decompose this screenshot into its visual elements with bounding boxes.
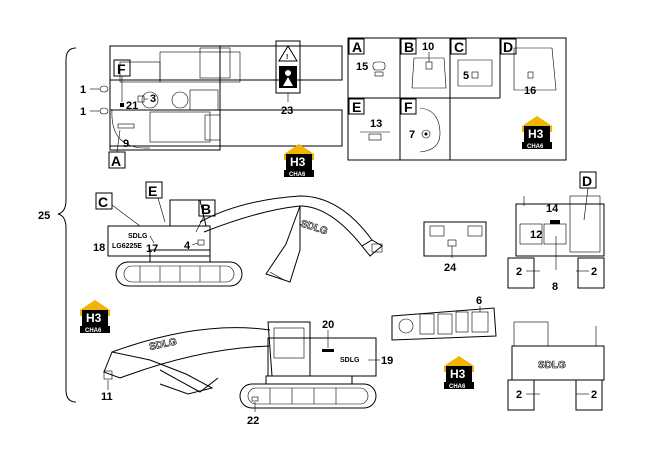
svg-text:H3: H3: [528, 127, 544, 141]
callout-5: 5: [463, 70, 469, 82]
decal-mark: [99, 107, 109, 115]
left-body-brand: SDLG: [340, 357, 360, 364]
decal-mark: [120, 103, 124, 107]
box-letter-E: E: [352, 99, 361, 115]
decal-mark: [550, 220, 560, 224]
control-panel: 6: [391, 295, 497, 341]
cab-panel: 24: [423, 221, 487, 274]
callout-3: 3: [150, 93, 156, 105]
callout-19: 19: [381, 355, 393, 367]
callout-2: 2: [591, 389, 597, 401]
svg-text:H3: H3: [450, 367, 466, 381]
letter-F-top: F: [117, 61, 126, 77]
front-view: D 14 12 2 2 8: [507, 171, 605, 293]
warning-decal: ! 23: [275, 40, 301, 117]
callout-15: 15: [356, 61, 368, 73]
top-view: 1 1 21 3 9 F A: [80, 45, 343, 169]
letter-E-side: E: [148, 183, 157, 199]
h3-logo: H3 CHA6: [80, 300, 110, 334]
callout-13: 13: [370, 118, 382, 130]
rear-brand: SDLG: [538, 360, 566, 371]
callout-14: 14: [546, 203, 559, 215]
svg-text:CHA6: CHA6: [527, 144, 544, 150]
callout-25: 25: [38, 210, 50, 222]
h3-logo: H3 CHA6: [522, 116, 552, 150]
callout-18: 18: [93, 242, 105, 254]
callout-24: 24: [444, 262, 457, 274]
side-view: SDLG LG6225E SDLG C E B 18 17 4: [93, 181, 383, 287]
detail-box-grid: A 15 B 10 C 5 D 16 E 13 F 7: [347, 37, 567, 161]
callout-2: 2: [516, 266, 522, 278]
side-brand: SDLG: [128, 233, 148, 240]
box-letter-D: D: [503, 39, 513, 55]
callout-2: 2: [591, 266, 597, 278]
decal-mark: [117, 123, 135, 129]
letter-B-side: B: [201, 201, 211, 217]
callout-8: 8: [552, 281, 558, 293]
callout-6: 6: [476, 295, 482, 307]
callout-1: 1: [80, 84, 86, 96]
svg-text:CHA6: CHA6: [289, 172, 306, 178]
callout-20: 20: [322, 319, 334, 331]
left-view: SDLG SDLG 20 19 11 22: [101, 319, 393, 427]
callout-1: 1: [80, 106, 86, 118]
letter-A-top: A: [111, 153, 121, 169]
svg-text:!: !: [286, 54, 288, 61]
decal-mark: [103, 370, 113, 380]
callout-2: 2: [516, 389, 522, 401]
h3-logo: H3 CHA6: [284, 144, 314, 178]
box-letter-A: A: [352, 39, 362, 55]
box-letter-C: C: [454, 39, 464, 55]
decal-mark: [322, 349, 334, 352]
callout-11: 11: [101, 391, 113, 403]
decal-mark: [251, 396, 259, 402]
callout-23: 23: [281, 105, 293, 117]
letter-D-front: D: [582, 173, 592, 189]
decal-mark: [99, 85, 109, 93]
callout-10: 10: [422, 41, 434, 53]
box-letter-B: B: [404, 39, 414, 55]
decal-mark: [137, 95, 145, 103]
svg-text:H3: H3: [290, 155, 306, 169]
callout-17: 17: [146, 243, 158, 255]
rear-view: SDLG 2 2: [507, 321, 605, 411]
callout-16: 16: [524, 85, 536, 97]
grouping-bracket: [57, 47, 77, 403]
model-label: LG6225E: [112, 243, 142, 250]
svg-text:H3: H3: [86, 311, 102, 325]
svg-text:CHA6: CHA6: [449, 384, 466, 390]
box-letter-F: F: [404, 99, 413, 115]
callout-12: 12: [530, 229, 542, 241]
callout-9: 9: [123, 138, 129, 150]
callout-4: 4: [184, 240, 191, 252]
callout-22: 22: [247, 415, 259, 427]
boom-brand: SDLG: [299, 218, 329, 237]
letter-C-side: C: [98, 194, 108, 210]
h3-logo: H3 CHA6: [444, 356, 474, 390]
decal-mark: [197, 239, 205, 246]
svg-text:CHA6: CHA6: [85, 328, 102, 334]
callout-7: 7: [409, 129, 415, 141]
callout-21: 21: [126, 100, 138, 112]
